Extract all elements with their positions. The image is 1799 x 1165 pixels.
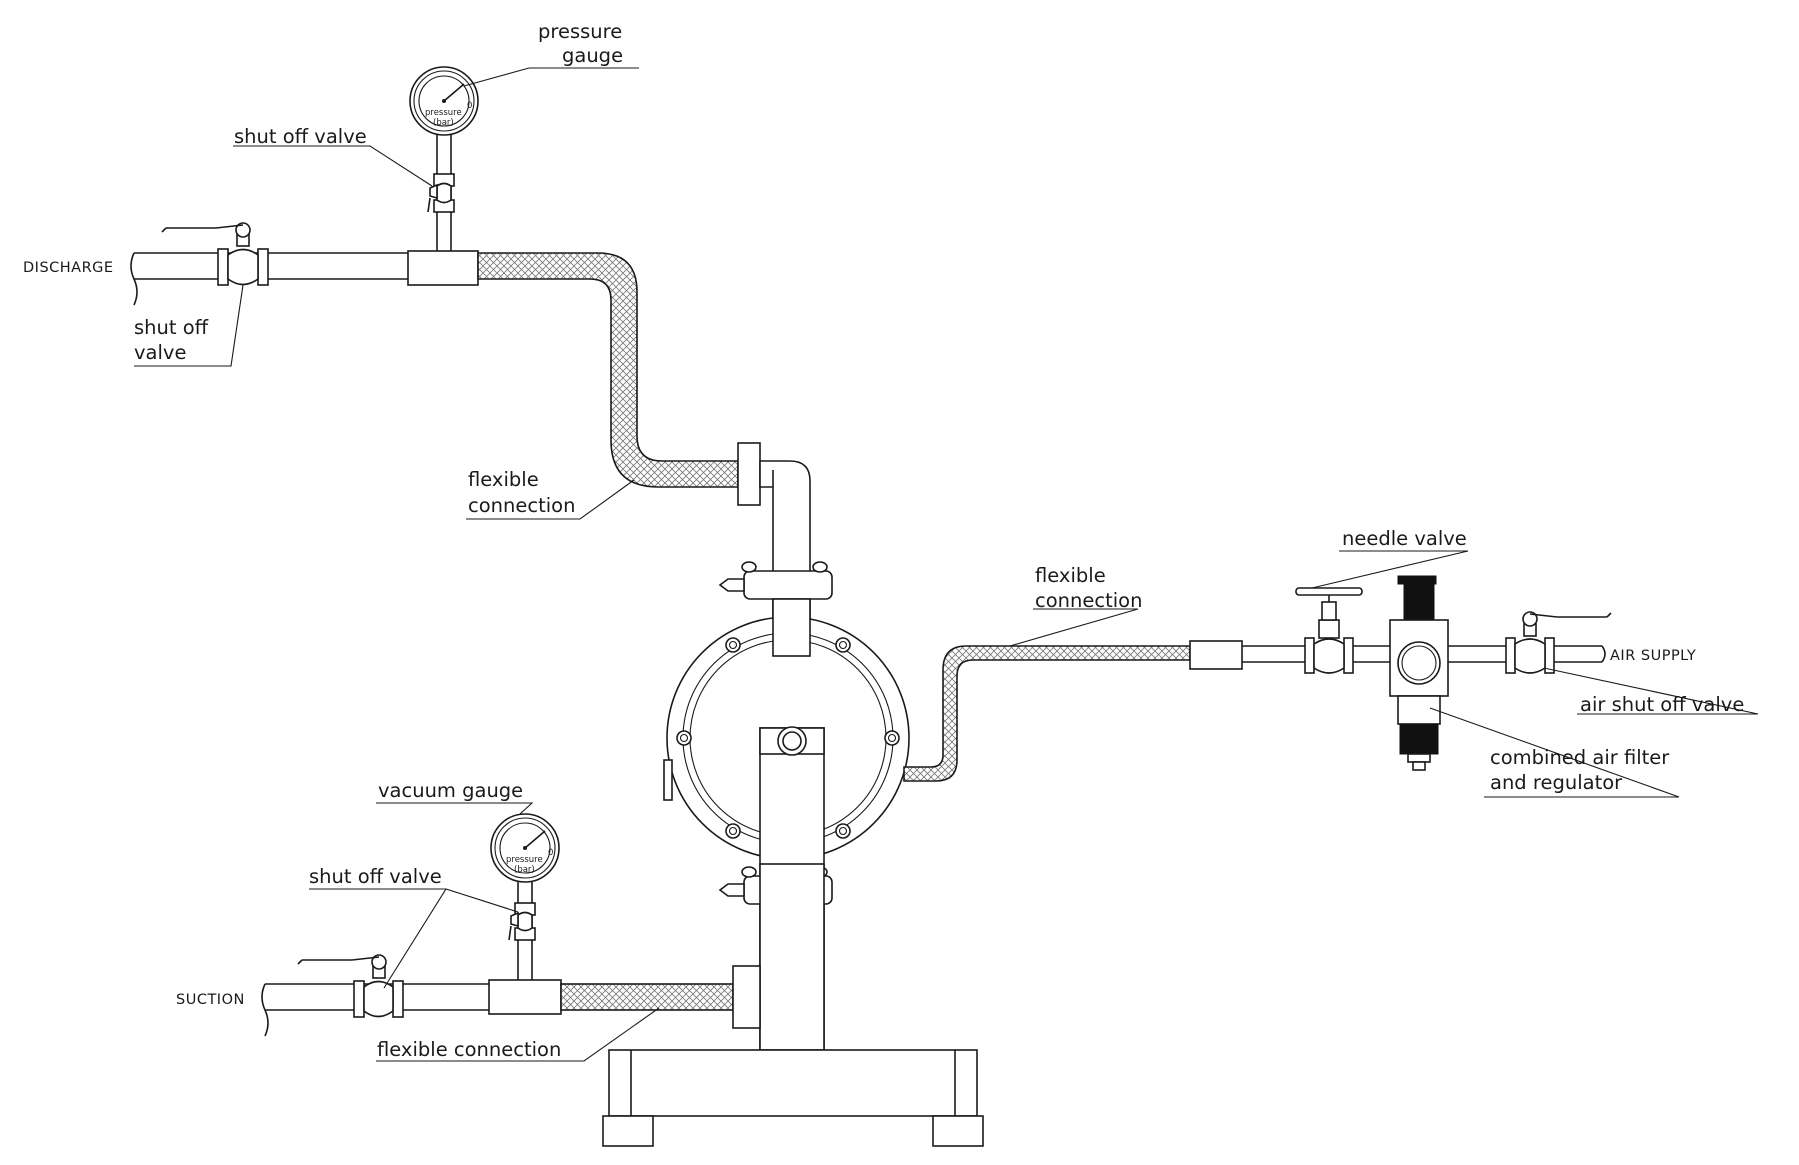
needle-valve bbox=[1295, 587, 1363, 674]
flange-suction bbox=[732, 965, 761, 1029]
hose-coupling-air bbox=[1189, 640, 1243, 670]
shut-off-valve-discharge-label-line1: shut off bbox=[134, 316, 209, 339]
shut-off-valve-discharge-label-line2: valve bbox=[134, 341, 186, 364]
vacuum-gauge: pressure (bar) 0 bbox=[490, 813, 560, 883]
flange-discharge bbox=[737, 442, 761, 506]
air-supply-end-label: AIR SUPPLY bbox=[1610, 648, 1696, 664]
filter-regulator-label-line2: and regulator bbox=[1490, 771, 1623, 794]
gauge-shut-off-valve-suction bbox=[508, 902, 536, 941]
discharge-line: pressure (bar) 0 bbox=[130, 66, 811, 657]
pressure-gauge: pressure (bar) 0 bbox=[409, 66, 479, 136]
gauge-face-text: pressure bbox=[425, 108, 462, 118]
flexible-hose-air bbox=[903, 645, 1191, 782]
gauge-face-unit: (bar) bbox=[433, 118, 454, 128]
flexible-hose-suction bbox=[560, 983, 734, 1011]
vacuum-gauge-face-zero: 0 bbox=[548, 848, 553, 858]
flex-conn-air-label-line1: flexible bbox=[1035, 564, 1106, 587]
vacuum-gauge-face-text: pressure bbox=[506, 855, 543, 865]
ball-valve-suction bbox=[297, 954, 404, 1018]
filter-regulator-label-line1: combined air filter bbox=[1490, 746, 1670, 769]
diaphragm-pump bbox=[602, 561, 984, 1147]
pressure-gauge-label-line1: pressure bbox=[538, 20, 622, 43]
gauge-shut-off-valve-top bbox=[427, 173, 455, 213]
needle-valve-label: needle valve bbox=[1342, 527, 1467, 550]
labels: DISCHARGE SUCTION AIR SUPPLY pressure ga… bbox=[23, 20, 1744, 1061]
pump-bolts bbox=[676, 637, 900, 839]
vacuum-gauge-face-unit: (bar) bbox=[514, 865, 535, 875]
suction-end-label: SUCTION bbox=[176, 992, 245, 1008]
flexible-hose-discharge bbox=[477, 252, 739, 488]
air-ball-valve bbox=[1505, 611, 1612, 674]
air-shut-off-valve-label: air shut off valve bbox=[1580, 693, 1744, 716]
tee-fitting-discharge bbox=[407, 250, 479, 286]
shut-off-valve-suction-label: shut off valve bbox=[309, 865, 442, 888]
gauge-face-zero: 0 bbox=[467, 101, 472, 111]
flex-conn-suction-label: flexible connection bbox=[377, 1038, 561, 1061]
filter-regulator bbox=[1389, 575, 1449, 771]
ball-valve-discharge bbox=[161, 222, 269, 286]
shut-off-valve-top-label: shut off valve bbox=[234, 125, 367, 148]
pressure-gauge-label-line2: gauge bbox=[562, 44, 623, 67]
pump-base bbox=[608, 1049, 978, 1117]
flex-conn-discharge-label-line2: connection bbox=[468, 494, 575, 517]
tee-fitting-suction bbox=[488, 979, 562, 1015]
flex-conn-air-label-line2: connection bbox=[1035, 589, 1142, 612]
vacuum-gauge-label: vacuum gauge bbox=[378, 779, 523, 802]
air-line bbox=[903, 575, 1612, 782]
suction-line: pressure (bar) 0 bbox=[261, 813, 761, 1037]
leader-lines bbox=[134, 67, 1759, 1062]
pipe-break-air bbox=[1601, 645, 1606, 663]
flex-conn-discharge-label-line1: flexible bbox=[468, 468, 539, 491]
discharge-end-label: DISCHARGE bbox=[23, 260, 114, 276]
